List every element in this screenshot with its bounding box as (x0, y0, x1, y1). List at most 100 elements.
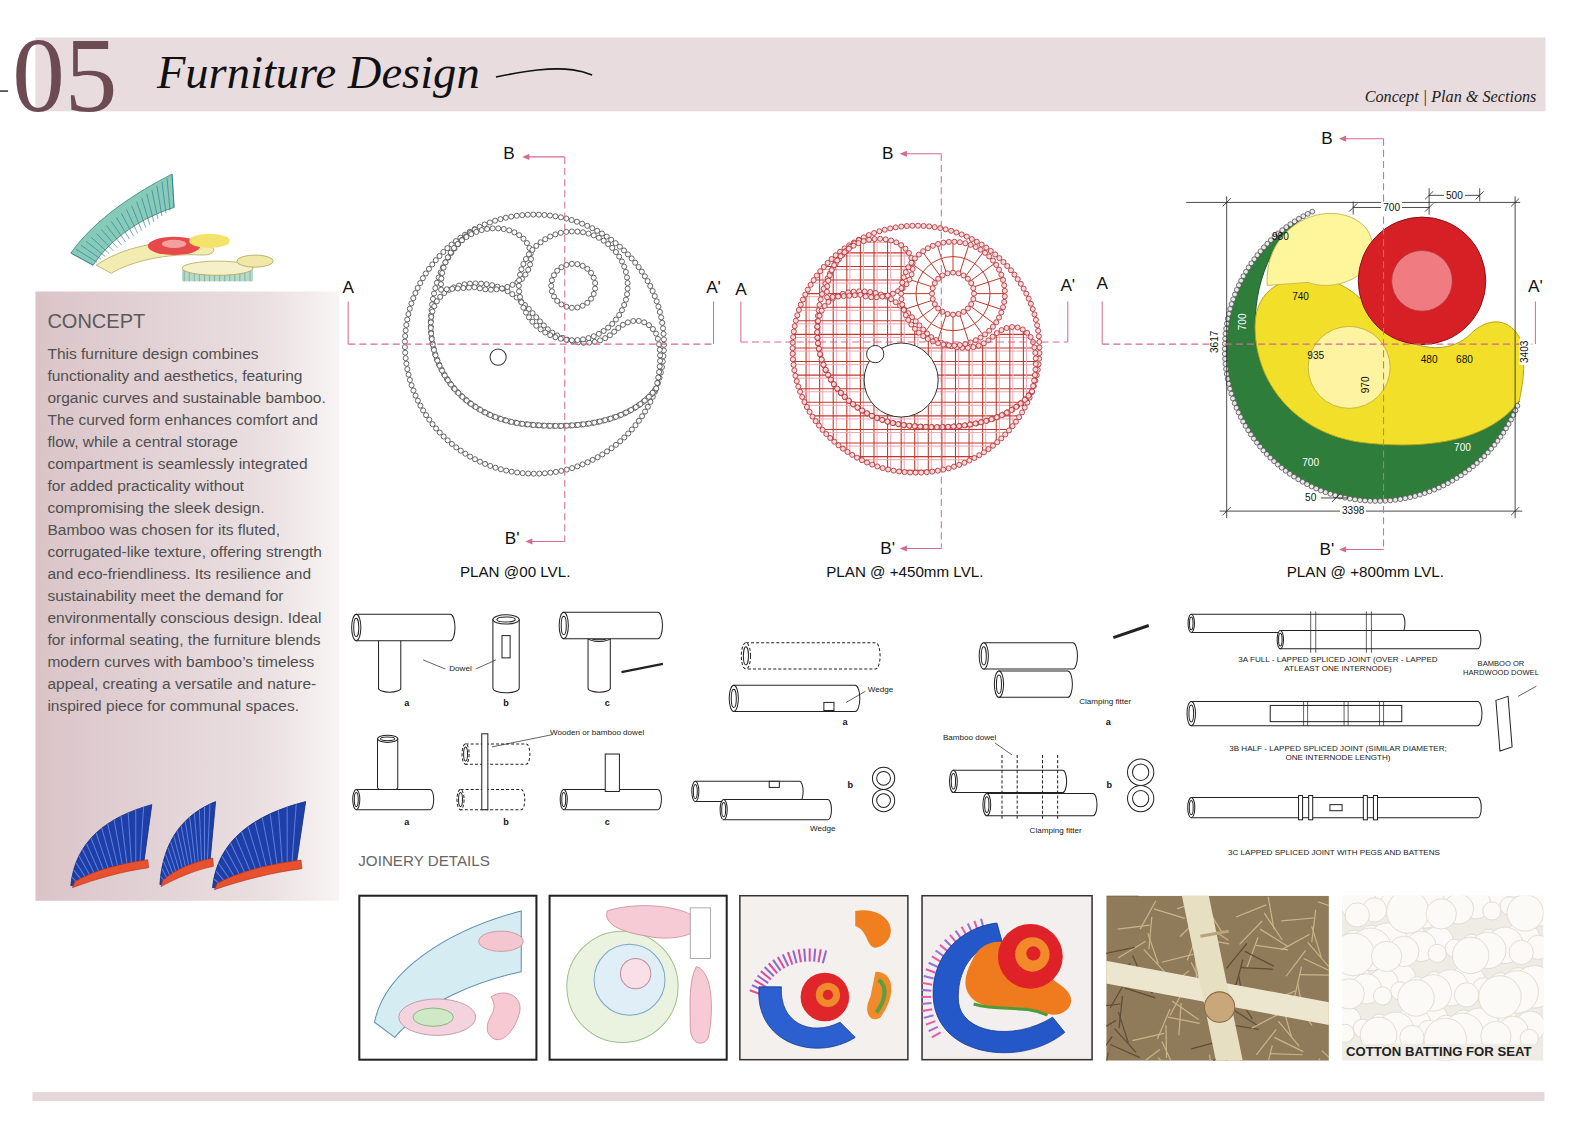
bamboo-bead (403, 333, 408, 338)
cotton-tuft (1452, 937, 1488, 973)
bamboo-bead (537, 319, 542, 324)
bamboo-bead (1234, 405, 1239, 410)
lap-zone (1270, 705, 1402, 721)
model-fringe (924, 976, 934, 979)
model-fringe (778, 957, 785, 968)
bamboo-bead (945, 424, 950, 429)
bamboo-tube (983, 794, 1097, 816)
bamboo-bead (1224, 367, 1229, 372)
bamboo-bead (897, 469, 902, 474)
bamboo-bead (913, 470, 918, 475)
colour-plan (1225, 212, 1524, 501)
section-marker: A (735, 280, 746, 300)
lattice-spoke (959, 244, 969, 273)
straw (1322, 1051, 1329, 1061)
bamboo-bead (526, 267, 531, 272)
bamboo-bead (819, 357, 824, 362)
joinery-line (1379, 701, 1380, 725)
bamboo-bead (909, 260, 914, 265)
sheet-subtitle: Concept | Plan & Sections (1365, 88, 1537, 107)
bamboo-bead (445, 378, 450, 383)
title-swash (496, 69, 592, 77)
bamboo-bead (989, 417, 994, 422)
bamboo-bead (439, 276, 444, 281)
section-line (564, 157, 565, 542)
bamboo-bead (1026, 296, 1031, 301)
bamboo-bead (790, 346, 795, 351)
bamboo-bead (1238, 415, 1243, 420)
bamboo-bead (485, 226, 490, 231)
bamboo-bead (658, 358, 663, 363)
bamboo-bead (899, 286, 904, 291)
lattice-line (1012, 226, 1013, 473)
bamboo-bead (977, 453, 982, 458)
bamboo-bead (880, 294, 885, 299)
bamboo-bead (793, 373, 798, 378)
sketch-pink-top (162, 240, 186, 248)
bamboo-bead (830, 294, 835, 299)
bamboo-bead (815, 324, 820, 329)
shell-seat (72, 860, 148, 888)
lattice-spoke (973, 300, 1002, 310)
bamboo-bead (625, 286, 630, 291)
bamboo-bead (901, 423, 906, 428)
straw (1252, 1013, 1281, 1028)
tube-section-bore (877, 771, 891, 785)
bamboo-bead (824, 289, 829, 294)
tube-bore (1190, 617, 1194, 630)
bamboo-bead (498, 467, 503, 472)
bamboo-bead (407, 306, 412, 311)
dimension-line (1226, 196, 1227, 518)
bamboo-bead (999, 310, 1004, 315)
bamboo-bead (793, 318, 798, 323)
bamboo-bead (477, 459, 482, 464)
model-fringe (926, 969, 936, 972)
round-seat-core (1392, 250, 1453, 311)
bamboo-bead (923, 424, 928, 429)
bamboo-bead (433, 353, 438, 358)
tube-end (1187, 701, 1196, 725)
bamboo-bead (1032, 378, 1037, 383)
bamboo-bead (596, 331, 601, 336)
storage-well (864, 343, 938, 417)
joinery-line (1518, 686, 1536, 696)
bamboo-bead (424, 413, 429, 418)
bamboo-bead (1021, 286, 1026, 291)
section-marker: B' (880, 539, 895, 559)
section-tick (1102, 302, 1103, 345)
bamboo-bead (526, 315, 531, 320)
panel-body: This furniture design combines functiona… (47, 343, 327, 519)
bamboo-bead (633, 423, 638, 428)
bamboo-bead (930, 469, 935, 474)
bamboo-bead (1413, 494, 1418, 499)
bamboo-bead (657, 364, 662, 369)
bamboo-bead (842, 394, 847, 399)
bamboo-bead (825, 284, 830, 289)
sketch-pouf (607, 906, 699, 938)
bamboo-bead (503, 418, 508, 423)
sketch-stripe (106, 225, 121, 245)
bamboo-bead (585, 460, 590, 465)
bamboo-bead (586, 336, 591, 341)
lattice-line (822, 226, 823, 473)
bamboo-bead-ring (428, 281, 662, 429)
bamboo-bead (498, 217, 503, 222)
bamboo-bead (493, 218, 498, 223)
bamboo-bead-ring (815, 289, 1039, 430)
bamboo-bead (899, 224, 904, 229)
bamboo-bead (1037, 345, 1042, 350)
bamboo-bead (835, 293, 840, 298)
bamboo-bead (919, 470, 924, 475)
bamboo-bead (542, 212, 547, 217)
bamboo-bead (432, 304, 437, 309)
bamboo-bead (986, 447, 991, 452)
bamboo-bead (1025, 330, 1030, 335)
lattice-line (792, 334, 1039, 335)
sketch-stripe (71, 253, 93, 265)
shell-flute (255, 822, 267, 870)
bamboo-bead (907, 277, 912, 282)
bamboo-bead (510, 292, 515, 297)
tube-body (588, 638, 610, 693)
bamboo-bead (838, 254, 843, 259)
